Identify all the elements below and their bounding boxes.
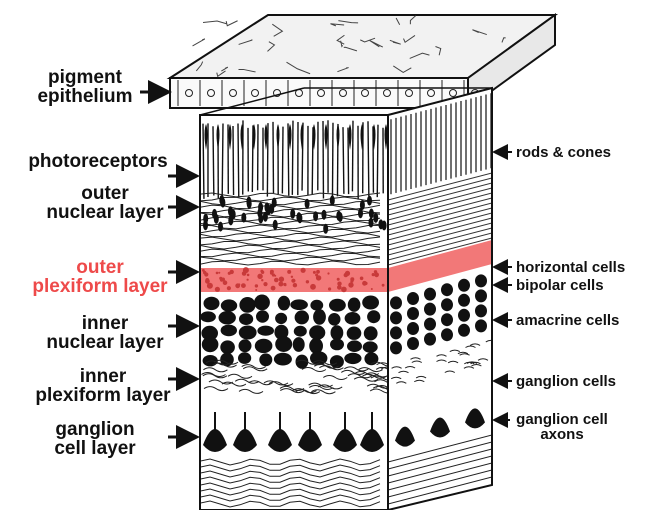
label-line: ganglion cell xyxy=(512,412,612,427)
label-inner-nuclear-layer: inner nuclear layer xyxy=(15,314,195,352)
label-line: plexiform layer xyxy=(2,277,198,296)
label-line: ganglion xyxy=(15,420,175,439)
label-line: pigment xyxy=(30,68,140,87)
retina-block-side xyxy=(388,88,496,510)
label-rods-cones: rods & cones xyxy=(516,145,611,160)
label-line: inner xyxy=(15,314,195,333)
label-line: outer xyxy=(2,258,198,277)
label-ganglion-cells: ganglion cells xyxy=(516,374,616,389)
label-line: nuclear layer xyxy=(15,203,195,222)
label-line: photoreceptors xyxy=(8,152,188,171)
label-line: bipolar cells xyxy=(516,278,604,293)
label-ganglion-cell-layer: ganglion cell layer xyxy=(15,420,175,458)
label-line: axons xyxy=(512,427,612,442)
label-line: amacrine cells xyxy=(516,313,619,328)
retina-block-front xyxy=(200,115,405,510)
label-horizontal-cells: horizontal cells xyxy=(516,260,625,275)
label-line: epithelium xyxy=(30,87,140,106)
label-pigment-epithelium: pigment epithelium xyxy=(30,68,140,106)
label-outer-plexiform-layer: outer plexiform layer xyxy=(2,258,198,296)
label-line: nuclear layer xyxy=(15,333,195,352)
pigment-epithelium-slab xyxy=(170,15,555,108)
label-line: inner xyxy=(8,367,198,386)
label-line: outer xyxy=(15,184,195,203)
label-line: ganglion cells xyxy=(516,374,616,389)
label-ganglion-cell-axons: ganglion cell axons xyxy=(512,412,612,442)
label-inner-plexiform-layer: inner plexiform layer xyxy=(8,367,198,405)
label-line: plexiform layer xyxy=(8,386,198,405)
label-photoreceptors: photoreceptors xyxy=(8,152,188,171)
label-line: horizontal cells xyxy=(516,260,625,275)
label-outer-nuclear-layer: outer nuclear layer xyxy=(15,184,195,222)
label-line: cell layer xyxy=(15,439,175,458)
label-line: rods & cones xyxy=(516,145,611,160)
right-arrows xyxy=(496,152,512,420)
label-amacrine-cells: amacrine cells xyxy=(516,313,619,328)
label-bipolar-cells: bipolar cells xyxy=(516,278,604,293)
